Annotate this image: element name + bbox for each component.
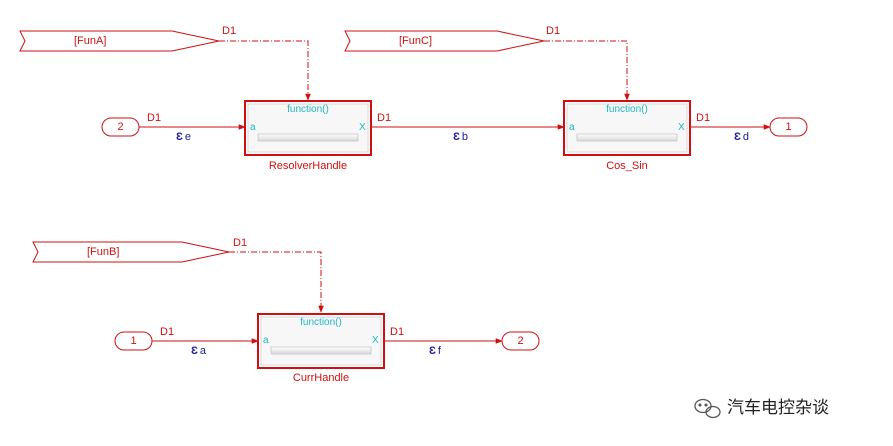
- goto-tag-funb-label: [FunB]: [87, 246, 120, 258]
- inport-2-number: 2: [117, 121, 124, 133]
- cos-sin-in-port: a: [569, 122, 575, 133]
- goto-tag-funa-label: [FunA]: [74, 35, 107, 47]
- block-currhandle[interactable]: [257, 313, 385, 369]
- signal-d-dtype: D1: [696, 112, 711, 124]
- bus-icon: Ɛ: [734, 131, 741, 143]
- cos-sin-name[interactable]: Cos_Sin: [606, 160, 648, 172]
- fcall-type-funb: D1: [233, 237, 248, 249]
- cos-sin-trigger-port: function(): [606, 104, 648, 115]
- goto-tag-funb[interactable]: [32, 241, 230, 263]
- block-cos-sin[interactable]: [563, 100, 691, 156]
- currhandle-in-port: a: [263, 335, 269, 346]
- fcall-type-funa: D1: [222, 25, 237, 37]
- currhandle-trigger-port: function(): [300, 317, 342, 328]
- fcall-line-func[interactable]: [544, 40, 630, 101]
- inport-1-number: 1: [130, 335, 137, 347]
- bus-icon: Ɛ: [453, 131, 460, 143]
- fcall-type-func: D1: [546, 25, 561, 37]
- resolverhandle-name[interactable]: ResolverHandle: [268, 160, 348, 172]
- fcall-line-funa[interactable]: [219, 40, 311, 101]
- goto-tag-func[interactable]: [344, 30, 545, 52]
- wechat-icon: [694, 398, 721, 419]
- resolverhandle-out-port: X: [359, 122, 366, 133]
- resolverhandle-in-port: a: [250, 122, 256, 133]
- watermark-text: 汽车电控杂谈: [727, 398, 829, 418]
- signal-f-dtype: D1: [390, 326, 405, 338]
- fcall-line-funb[interactable]: [229, 251, 324, 313]
- bus-icon: Ɛ: [191, 345, 198, 357]
- signal-b-dtype: D1: [377, 112, 392, 124]
- resolverhandle-trigger-port: function(): [287, 104, 329, 115]
- bus-icon: Ɛ: [429, 345, 436, 357]
- goto-tag-funa[interactable]: [19, 30, 220, 52]
- block-resolverhandle[interactable]: [244, 100, 372, 156]
- signal-a-dtype: D1: [160, 326, 175, 338]
- bus-icon: Ɛ: [176, 131, 183, 143]
- cos-sin-out-port: X: [678, 122, 685, 133]
- currhandle-name[interactable]: CurrHandle: [292, 372, 350, 384]
- goto-tag-func-label: [FunC]: [399, 35, 433, 47]
- outport-2-number: 2: [517, 335, 524, 347]
- outport-1-number: 1: [785, 121, 792, 133]
- currhandle-out-port: X: [372, 335, 379, 346]
- signal-e-dtype: D1: [147, 112, 162, 124]
